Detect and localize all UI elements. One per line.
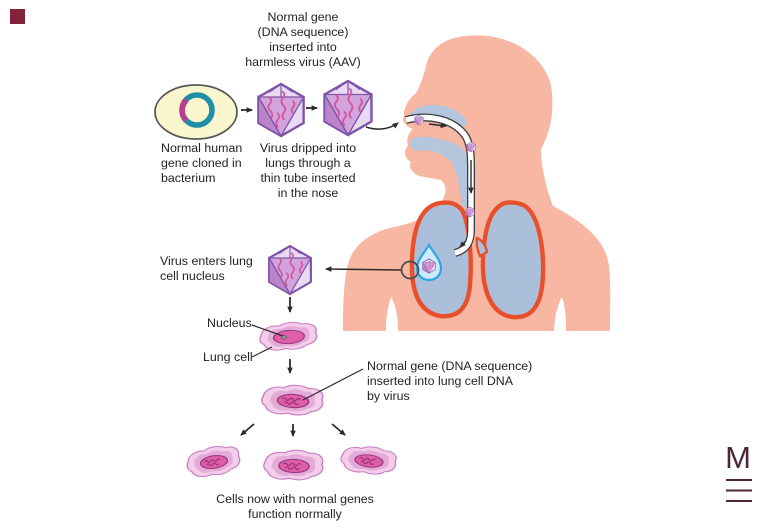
logo-line [726, 500, 752, 502]
virus-capsid-icon-3 [268, 244, 312, 296]
arrow-divide-left [240, 423, 255, 436]
arrow-divide-right [331, 423, 346, 436]
virus-particle-icon [466, 141, 476, 153]
caption-virus-enters: Virus enters lung cell nucleus [160, 254, 253, 283]
arrow-virus-to-nose [365, 122, 399, 130]
virus-particle-icon [414, 114, 424, 126]
bacterium-icon [154, 84, 238, 140]
human-figure [343, 35, 611, 332]
lung-cell-pointer-line [251, 346, 273, 358]
caption-virus-dripped: Virus dripped into lungs through a thin … [259, 141, 357, 200]
caption-gene-inserted: Normal gene (DNA sequence) inserted into… [367, 359, 533, 403]
magnifier-circle [400, 260, 420, 280]
tube-flow-arrow [459, 240, 467, 248]
lung-cell-icon [259, 321, 318, 352]
lungs-illustration [409, 200, 546, 320]
left-lung [409, 200, 473, 319]
caption-gene-in-virus: Normal gene (DNA sequence) inserted into… [245, 10, 361, 69]
droplet-icon [415, 242, 443, 282]
right-lung [480, 200, 546, 320]
virus-in-droplet-icon [422, 258, 436, 274]
corner-marker [10, 9, 25, 24]
logo-line [726, 479, 752, 481]
gene-inserted-pointer-line [302, 368, 364, 401]
label-nucleus: Nucleus [207, 316, 252, 330]
flow-arrows [240, 105, 399, 437]
tube-illustration [404, 113, 476, 257]
label-lung-cell: Lung cell [203, 350, 253, 364]
caption-cells-function: Cells now with normal genes function nor… [216, 492, 374, 521]
zoom-connector-arrow [325, 266, 402, 272]
plasmid-insert-segment [179, 97, 189, 123]
nucleus-pointer-line [251, 324, 284, 337]
bronchus [475, 236, 489, 258]
m-logo: M [725, 440, 752, 502]
logo-line [726, 489, 752, 492]
virus-particle-icon [465, 206, 475, 218]
logo-letter: M [725, 440, 751, 475]
virus-capsid-icon-1 [257, 82, 305, 138]
daughter-cell-icon-2 [263, 449, 323, 481]
transformed-cell-icon [261, 384, 323, 417]
tube-channel [405, 114, 474, 256]
tube-flow-arrow [428, 122, 447, 129]
cell-nucleus [272, 329, 306, 345]
caption-bacterium: Normal human gene cloned in bacterium [161, 141, 243, 185]
daughter-cell-icon-3 [340, 443, 398, 476]
daughter-cell-icon-1 [185, 443, 241, 478]
virus-capsid-icon-2 [323, 79, 373, 137]
label-pointer-lines [251, 324, 364, 401]
